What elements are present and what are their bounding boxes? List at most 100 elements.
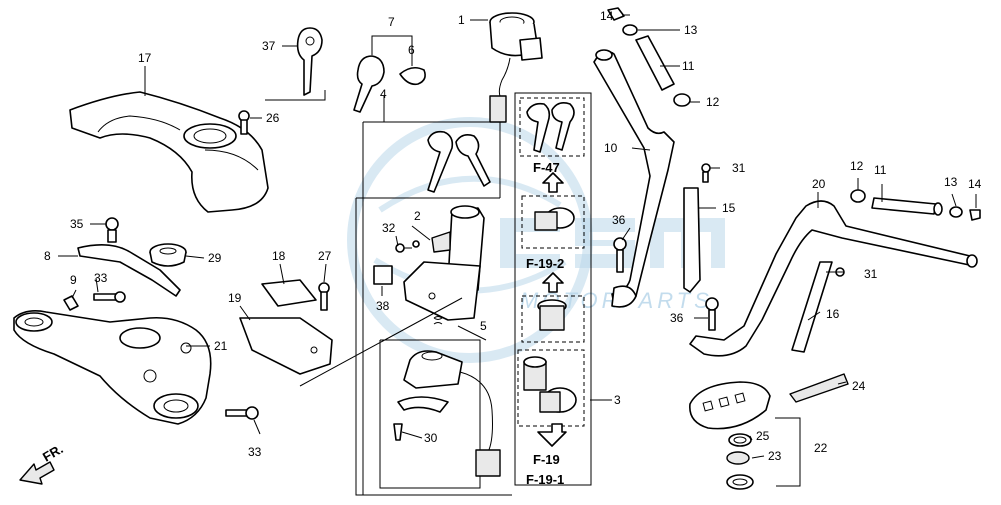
callout-36-b: 36 [670,311,684,325]
part-14-clip-right [969,209,981,221]
part-4-keys [427,130,491,193]
callout-16: 16 [826,307,840,321]
part-10-handlebar-left [593,49,675,308]
callout-3: 3 [614,393,621,407]
callout-27: 27 [318,249,332,263]
part-11-weight-right [871,197,943,216]
callout-12-top: 12 [706,95,720,109]
callout-25: 25 [756,429,770,443]
spring [433,316,443,325]
part-1-switch [489,12,543,123]
callout-22: 22 [814,441,828,455]
callout-2: 2 [414,209,421,223]
callout-13-top: 13 [684,23,698,37]
leader-19-to-2 [299,297,463,387]
callout-30: 30 [424,431,438,445]
part-21-steering-stem [13,310,212,425]
callout-32: 32 [382,221,396,235]
cylinder-box-2 [521,295,585,343]
part-37-key-blank [265,27,326,101]
cylinder-2 [537,299,567,331]
callout-20: 20 [812,177,826,191]
callout-38: 38 [376,299,390,313]
part-12-cap-right [850,189,866,203]
part-7-keys [353,35,426,113]
part-35-bolt [105,217,119,243]
callout-11-right: 11 [874,163,887,177]
callout-12-right: 12 [850,159,864,173]
callout-5: 5 [480,319,487,333]
callout-labels: 1 2 3 4 5 6 7 8 9 10 11 11 12 12 13 13 1… [44,9,982,463]
callout-4: 4 [380,87,387,101]
part-13-collar-right [949,206,963,218]
cylinder-3 [523,356,577,413]
cylinder-1 [534,207,575,231]
callout-17: 17 [138,51,152,65]
part-11-weight-top [635,35,675,91]
callout-10: 10 [604,141,618,155]
callout-31-a: 31 [732,161,746,175]
part-37-bracket [265,90,326,101]
part-2-ignition-switch [403,205,485,321]
callout-35: 35 [70,217,84,231]
part-36-bolt-b [705,297,719,331]
callout-7: 7 [388,15,395,29]
part-5-switch-assy [393,350,501,477]
keyset-box [519,97,585,157]
part-20-handlebar-right [689,200,978,357]
ref-f19-1: F-19-1 [526,472,564,487]
part-38-clip [373,265,393,285]
part-17-cover [69,91,269,213]
leader-lines [58,14,977,459]
arrow-up-f192 [542,272,564,293]
part-22-key-fob [689,381,771,430]
callout-19: 19 [228,291,242,305]
ref-f19-2: F-19-2 [526,256,564,271]
part-16-bracket [791,261,833,353]
part-26-bolt [238,110,250,135]
part-32-screws [395,240,420,253]
ref-f47: F-47 [533,160,560,175]
callout-21: 21 [214,339,228,353]
callout-26: 26 [266,111,280,125]
part-13-collar-top [622,24,638,36]
part-19-plate [239,317,333,375]
callout-36-a: 36 [612,213,626,227]
callout-9: 9 [70,273,77,287]
callout-1: 1 [458,13,465,27]
callout-8: 8 [44,249,51,263]
callout-13-right: 13 [944,175,958,189]
callout-15: 15 [722,201,736,215]
part-27-bolt [318,282,330,311]
front-direction-arrow [19,461,55,485]
part-24-strip [789,373,849,403]
arrow-down-f19 [537,423,567,447]
part-33-bolt-b [225,406,259,420]
part-15-bracket [683,187,701,293]
keyset-keys [526,102,575,153]
part-5-box [379,339,481,489]
callout-37: 37 [262,39,276,53]
callout-14-top: 14 [600,9,614,23]
part-12-cap-top [673,93,691,107]
part-18-bracket [261,279,317,307]
part-36-bolt-a [613,237,627,273]
part-14-clip-top [607,7,625,21]
callout-31-b: 31 [864,267,878,281]
cylinder-box-1 [521,195,585,249]
arrow-up-f47 [542,172,564,193]
part-25-ring [728,433,752,447]
callout-18: 18 [272,249,286,263]
part-23-battery [726,451,754,490]
part-9-clip [63,295,79,311]
part-3-outline [514,92,592,486]
callout-24: 24 [852,379,866,393]
part-22-bracket [775,417,801,487]
cylinder-box-3 [517,349,585,427]
part-33-bolt-a [93,291,126,303]
callout-14-right: 14 [968,177,982,191]
callout-29: 29 [208,251,222,265]
front-label: FR. [40,441,66,464]
